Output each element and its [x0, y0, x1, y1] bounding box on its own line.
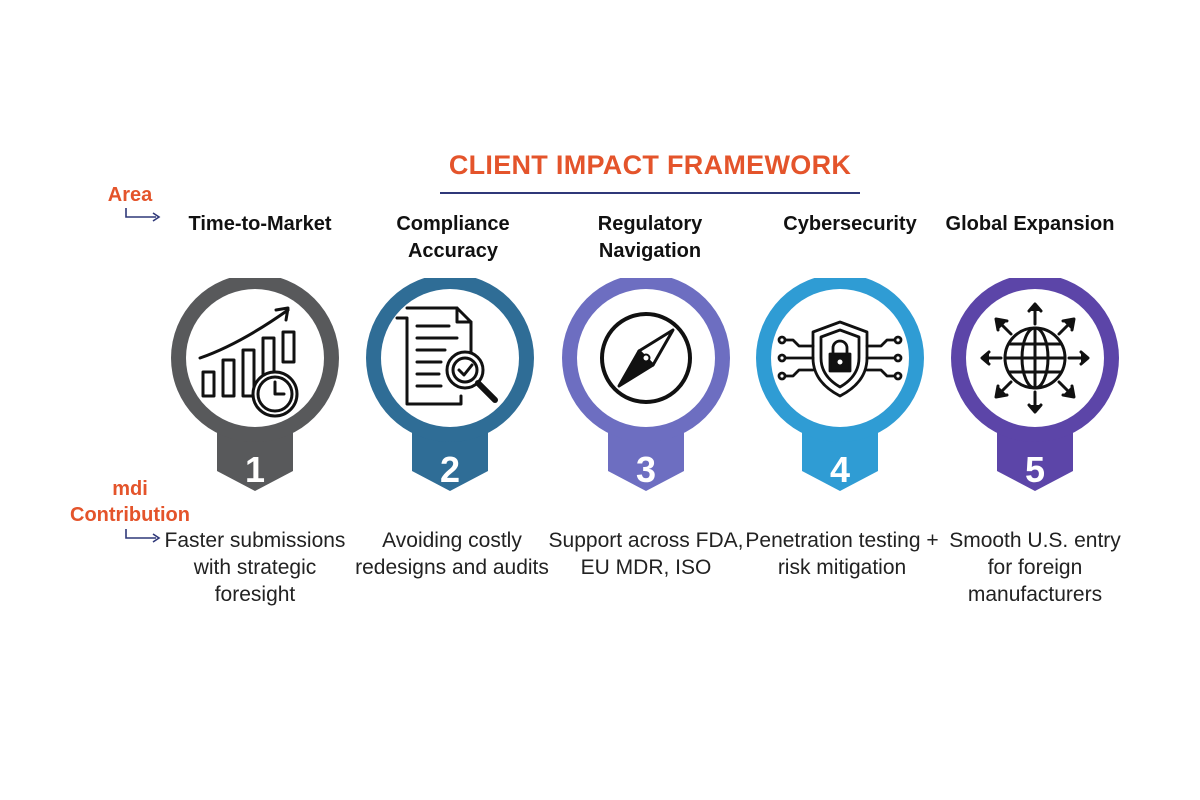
area-row-label: Area	[107, 184, 153, 206]
globe-arrows-icon	[980, 302, 1090, 414]
area-title-2: Compliance Accuracy	[396, 213, 510, 262]
contribution-text-3: Support across FDA, EU MDR, ISO	[548, 529, 744, 579]
badge-2-tab	[412, 428, 488, 491]
badge-2: 2	[366, 278, 534, 491]
contribution-text-2: Avoiding costly redesigns and audits	[355, 529, 549, 579]
badge-5-tab	[997, 428, 1073, 491]
growth-chart-clock-icon	[198, 306, 299, 418]
compass-icon	[600, 312, 692, 404]
area-arrow-icon	[125, 208, 161, 222]
area-title-3: Regulatory Navigation	[597, 213, 703, 262]
badge-1-tab	[217, 428, 293, 491]
contribution-text-4: Penetration testing + risk mitigation	[745, 529, 939, 579]
badge-4-number: 4	[830, 449, 850, 490]
area-title-5: Global Expansion	[945, 213, 1115, 235]
framework-title: CLIENT IMPACT FRAMEWORK	[448, 150, 852, 180]
document-magnifier-check-icon	[395, 306, 498, 406]
contribution-arrow-icon	[125, 529, 161, 543]
badge-5: 5	[951, 278, 1119, 491]
badge-3-tab	[608, 428, 684, 491]
badge-3: 3	[562, 278, 730, 491]
badge-1: 1	[171, 278, 339, 491]
badge-2-number: 2	[440, 449, 460, 490]
area-title-1: Time-to-Market	[188, 213, 332, 235]
area-title-4: Cybersecurity	[783, 213, 917, 235]
badge-4: 4	[756, 278, 924, 491]
badge-1-number: 1	[245, 449, 265, 490]
contribution-text-5: Smooth U.S. entry for foreign manufactur…	[949, 529, 1121, 606]
shield-lock-circuit-icon	[777, 320, 903, 398]
title-underline	[440, 192, 860, 194]
contribution-text-1: Faster submissions with strategic foresi…	[164, 529, 346, 606]
badge-4-tab	[802, 428, 878, 491]
contribution-row-label-line1: mdi	[112, 478, 148, 500]
badge-3-number: 3	[636, 449, 656, 490]
contribution-row-label-line2: Contribution	[70, 504, 190, 526]
badge-5-number: 5	[1025, 449, 1045, 490]
